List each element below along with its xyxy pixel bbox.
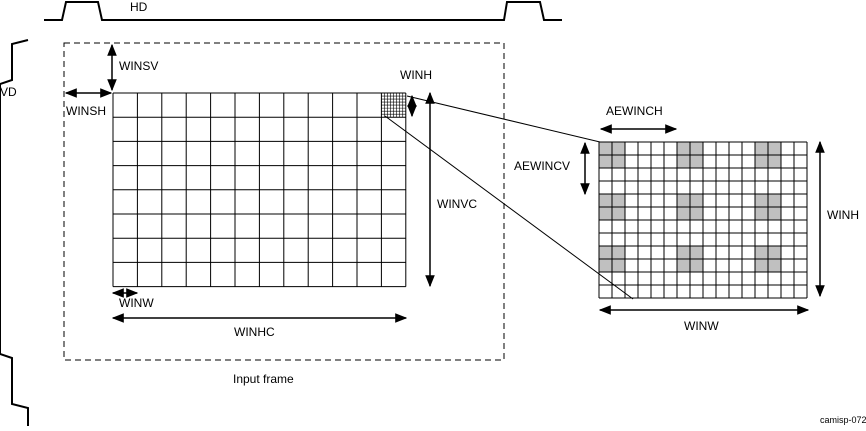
figure-id: camisp-072 xyxy=(820,415,866,425)
sampled-pixel xyxy=(677,246,690,259)
sampled-pixel xyxy=(599,142,612,155)
winhc-label: WINHC xyxy=(234,325,275,339)
sampled-pixel xyxy=(768,155,781,168)
sampled-pixel xyxy=(755,259,768,272)
sampled-pixel xyxy=(677,259,690,272)
paxel-subgrid xyxy=(381,93,406,118)
sampled-pixel xyxy=(755,194,768,207)
zoom-connector-top xyxy=(406,95,601,143)
vd-waveform xyxy=(0,39,29,426)
aewincv-label: AEWINCV xyxy=(514,159,570,173)
sampled-pixel xyxy=(677,155,690,168)
sampled-pixel xyxy=(599,194,612,207)
input-frame xyxy=(63,42,505,361)
sampled-pixel xyxy=(612,155,625,168)
sampled-pixel xyxy=(612,142,625,155)
sampled-pixel xyxy=(690,155,703,168)
sampled-pixel xyxy=(612,259,625,272)
sampled-pixel xyxy=(612,207,625,220)
sampled-pixel xyxy=(599,246,612,259)
winsh-label: WINSH xyxy=(66,104,106,118)
sampled-pixel xyxy=(755,155,768,168)
sampled-pixel xyxy=(599,207,612,220)
winvc-label: WINVC xyxy=(437,197,477,211)
sampled-pixel xyxy=(612,194,625,207)
winsv-label: WINSV xyxy=(119,59,158,73)
sampled-pixel xyxy=(768,207,781,220)
aewinch-label: AEWINCH xyxy=(606,104,663,118)
winw-small-label: WINW xyxy=(119,296,154,310)
sampled-pixel xyxy=(755,207,768,220)
sampled-pixel xyxy=(768,194,781,207)
winh-small-label: WINH xyxy=(400,68,432,82)
sampled-pixel xyxy=(677,194,690,207)
zoomed-paxel-grid xyxy=(598,141,808,299)
sampled-pixel xyxy=(599,259,612,272)
input-frame-caption: Input frame xyxy=(233,372,294,386)
sampled-pixel xyxy=(768,246,781,259)
winw-zoom-label: WINW xyxy=(684,319,719,333)
sampled-pixel xyxy=(755,246,768,259)
hd-waveform xyxy=(44,0,562,21)
sampled-pixel xyxy=(677,207,690,220)
sampled-pixel xyxy=(690,259,703,272)
sampled-pixel xyxy=(755,142,768,155)
winh-zoom-label: WINH xyxy=(827,208,859,222)
sampled-pixel xyxy=(768,142,781,155)
sampled-pixel xyxy=(612,246,625,259)
zoom-connector-bottom xyxy=(384,115,634,300)
hd-label: HD xyxy=(130,0,148,14)
sampled-pixel xyxy=(690,194,703,207)
sampled-pixel xyxy=(677,142,690,155)
sampled-pixel xyxy=(690,207,703,220)
sampled-pixel xyxy=(768,259,781,272)
vd-label: VD xyxy=(0,85,17,99)
sampled-pixel xyxy=(599,155,612,168)
sampled-pixel xyxy=(690,142,703,155)
sampled-pixel xyxy=(690,246,703,259)
paxel-grid xyxy=(112,92,407,288)
